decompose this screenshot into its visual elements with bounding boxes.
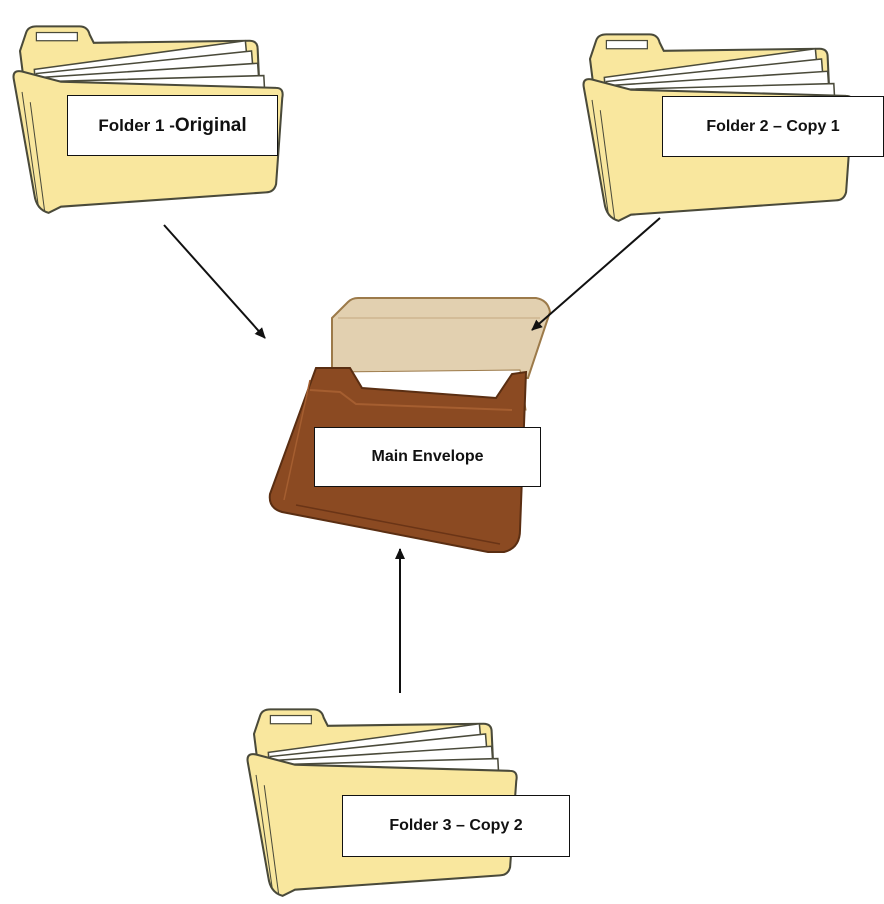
envelope-icon bbox=[268, 297, 552, 553]
folder-3-label: Folder 3 – Copy 2 bbox=[342, 795, 570, 857]
folder-1-label-main: Original bbox=[174, 114, 247, 136]
arrow-folder-2-to-envelope bbox=[531, 217, 661, 331]
folder-1-label-prefix: Folder 1 - bbox=[98, 115, 175, 135]
main-envelope-label: Main Envelope bbox=[314, 427, 541, 487]
arrow-folder-1-to-envelope bbox=[163, 224, 266, 339]
folder-1-label: Folder 1 - Original bbox=[67, 95, 278, 156]
folder-2-label: Folder 2 – Copy 1 bbox=[662, 96, 884, 157]
